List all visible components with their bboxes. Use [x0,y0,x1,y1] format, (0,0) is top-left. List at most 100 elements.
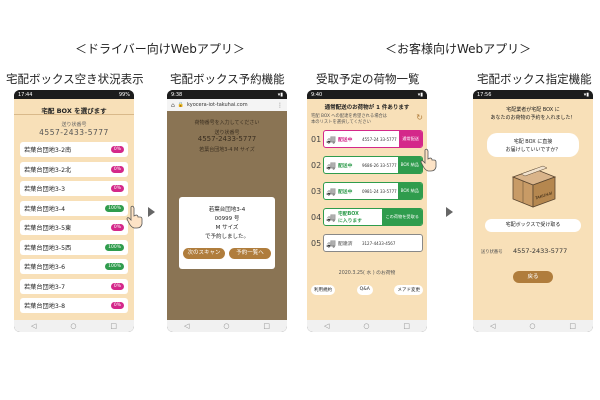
receive-via-box-button[interactable]: 宅配ボックスで受け取る [485,219,581,232]
recents-nav-icon[interactable]: □ [569,322,576,330]
availability-badge: 0% [110,146,124,153]
status-bar: 17:56 ▾▮ [473,90,593,99]
parcel-action-tag[interactable]: この荷物を受取る [382,209,422,225]
parcel-number: 03 [311,186,322,196]
home-nav-icon[interactable]: ○ [70,322,77,330]
tracking-number: 4557-2433-5777 [513,247,568,255]
availability-badge: 0% [110,282,124,290]
email-change-link[interactable]: メアド変更 [394,285,423,295]
availability-badge: 100% [105,204,124,212]
faq-link[interactable]: Q&A [356,285,373,295]
screen: 通常配送のお荷物が 1 件あります 宅配 BOX への配達を希望される場合は 本… [307,99,427,320]
status-bar: 9:40 ▾▮ [307,90,427,99]
dialog-location: 若葉台団地3-4 [208,207,246,213]
parcel-number: 02 [311,160,322,170]
box-list-item[interactable]: 若葉台団地3-8 0% [20,298,128,313]
home-nav-icon[interactable]: ○ [363,322,370,330]
bg-text-1: 荷物番号を入力してください [194,120,260,126]
availability-badge: 0% [110,302,124,309]
lock-icon: 🔒 [177,102,185,108]
hand-pointer-icon [126,205,143,229]
parcel-action-tag[interactable]: BOX 納品 [397,157,422,173]
nav-bar: ◁ ○ □ [167,320,287,332]
next-scan-button[interactable]: 次のスキャン [183,248,225,259]
phone-availability: 17:44 99% 宅配 BOX を選びます 送り状番号 4557-2433-5… [14,90,134,332]
box-location-label: 若葉台団地3-7 [24,283,66,291]
flow-arrow-right-icon [148,207,155,217]
nav-bar: ◁ ○ □ [14,320,134,332]
tracking-label: 送り状番号 [481,250,503,255]
question-bubble: 宅配 BOX に直接 お届けしていいですか？ [487,133,579,157]
back-button[interactable]: 戻る [513,271,553,283]
recents-nav-icon[interactable]: □ [403,322,410,330]
tracking-code: 0981-24 33-5777 [361,188,397,194]
availability-badge: 100% [105,263,124,270]
box-location-label: 若葉台団地3-6 [24,264,66,271]
recents-nav-icon[interactable]: □ [263,322,270,330]
divider [14,114,134,115]
box-list-item[interactable]: 若葉台団地3-5東 0% [20,220,128,235]
caption-reservation: 宅配ボックス予約機能 [170,72,285,86]
parcel-action-tag[interactable]: 通常配送 [399,131,422,147]
box-list-item[interactable]: 若葉台団地3-3 0% [20,181,128,196]
box-list-item[interactable]: 若葉台団地3-5西 100% [20,239,128,255]
status-time: 17:44 [18,91,33,98]
phone-box-designation: 17:56 ▾▮ 宅配業者が宅配 BOX に あなたのお荷物の予約を入れました！… [473,90,593,332]
recents-nav-icon[interactable]: □ [110,322,117,330]
truck-icon: 🚚 [326,238,336,248]
notice-header: 通常配送のお荷物が 1 件あります [324,105,410,111]
truck-icon: 🚚 [326,160,336,170]
back-nav-icon[interactable]: ◁ [30,322,37,330]
reservation-list-button[interactable]: 予約一覧へ [229,248,271,259]
back-nav-icon[interactable]: ◁ [183,322,190,330]
back-nav-icon[interactable]: ◁ [323,322,330,330]
box-location-label: 若葉台団地3-5西 [24,244,72,252]
box-location-label: 若葉台団地3-5東 [24,225,72,232]
home-nav-icon[interactable]: ○ [529,322,536,330]
bg-text-4: 若葉台団地3-4 M サイズ [199,147,255,153]
home-nav-icon[interactable]: ○ [223,322,230,330]
menu-icon[interactable]: ⋮ [277,101,283,109]
reservation-dialog: 若葉台団地3-4 00999 号 M サイズ で予約しました。 次のスキャン 予… [179,197,275,269]
parcel-row[interactable]: 04🚚宅配BOX に入りますこの荷物を受取る [311,207,423,227]
parcel-card[interactable]: 🚚宅配BOX に入りますこの荷物を受取る [323,208,423,226]
truck-icon: 🚚 [326,134,336,144]
url-field[interactable]: kyocera-iot-takuhai.com [187,102,248,108]
tracking-number: 4557-2433-5777 [39,128,109,137]
availability-badge: 100% [105,243,124,251]
phone-parcel-list: 9:40 ▾▮ 通常配送のお荷物が 1 件あります 宅配 BOX への配達を希望… [307,90,427,332]
box-location-label: 若葉台団地3-3 [24,186,66,193]
terms-link[interactable]: 利用規約 [311,285,335,295]
dialog-size: M サイズ [215,225,239,231]
availability-badge: 0% [110,185,124,192]
box-list-item[interactable]: 若葉台団地3-6 100% [20,259,128,274]
availability-badge: 0% [110,165,124,173]
status-icons: ▾▮ [583,91,589,98]
status-time: 9:38 [171,91,183,98]
bg-text-3: 4557-2433-5777 [197,135,257,143]
parcel-number: 04 [311,212,322,222]
parcel-action-tag[interactable]: BOX 納品 [397,183,422,199]
nav-bar: ◁ ○ □ [307,320,427,332]
home-icon[interactable]: ⌂ [171,101,175,109]
parcel-number: 05 [311,238,322,248]
availability-badge: 0% [110,224,124,231]
dialog-message: で予約しました。 [204,234,249,240]
box-location-label: 若葉台団地3-8 [24,303,66,310]
box-list-item[interactable]: 若葉台団地3-7 0% [20,278,128,294]
status-time: 17:56 [477,91,492,98]
back-nav-icon[interactable]: ◁ [489,322,496,330]
refresh-icon[interactable]: ↻ [416,113,423,122]
tracking-code: 9686-26 33-5777 [361,162,397,168]
